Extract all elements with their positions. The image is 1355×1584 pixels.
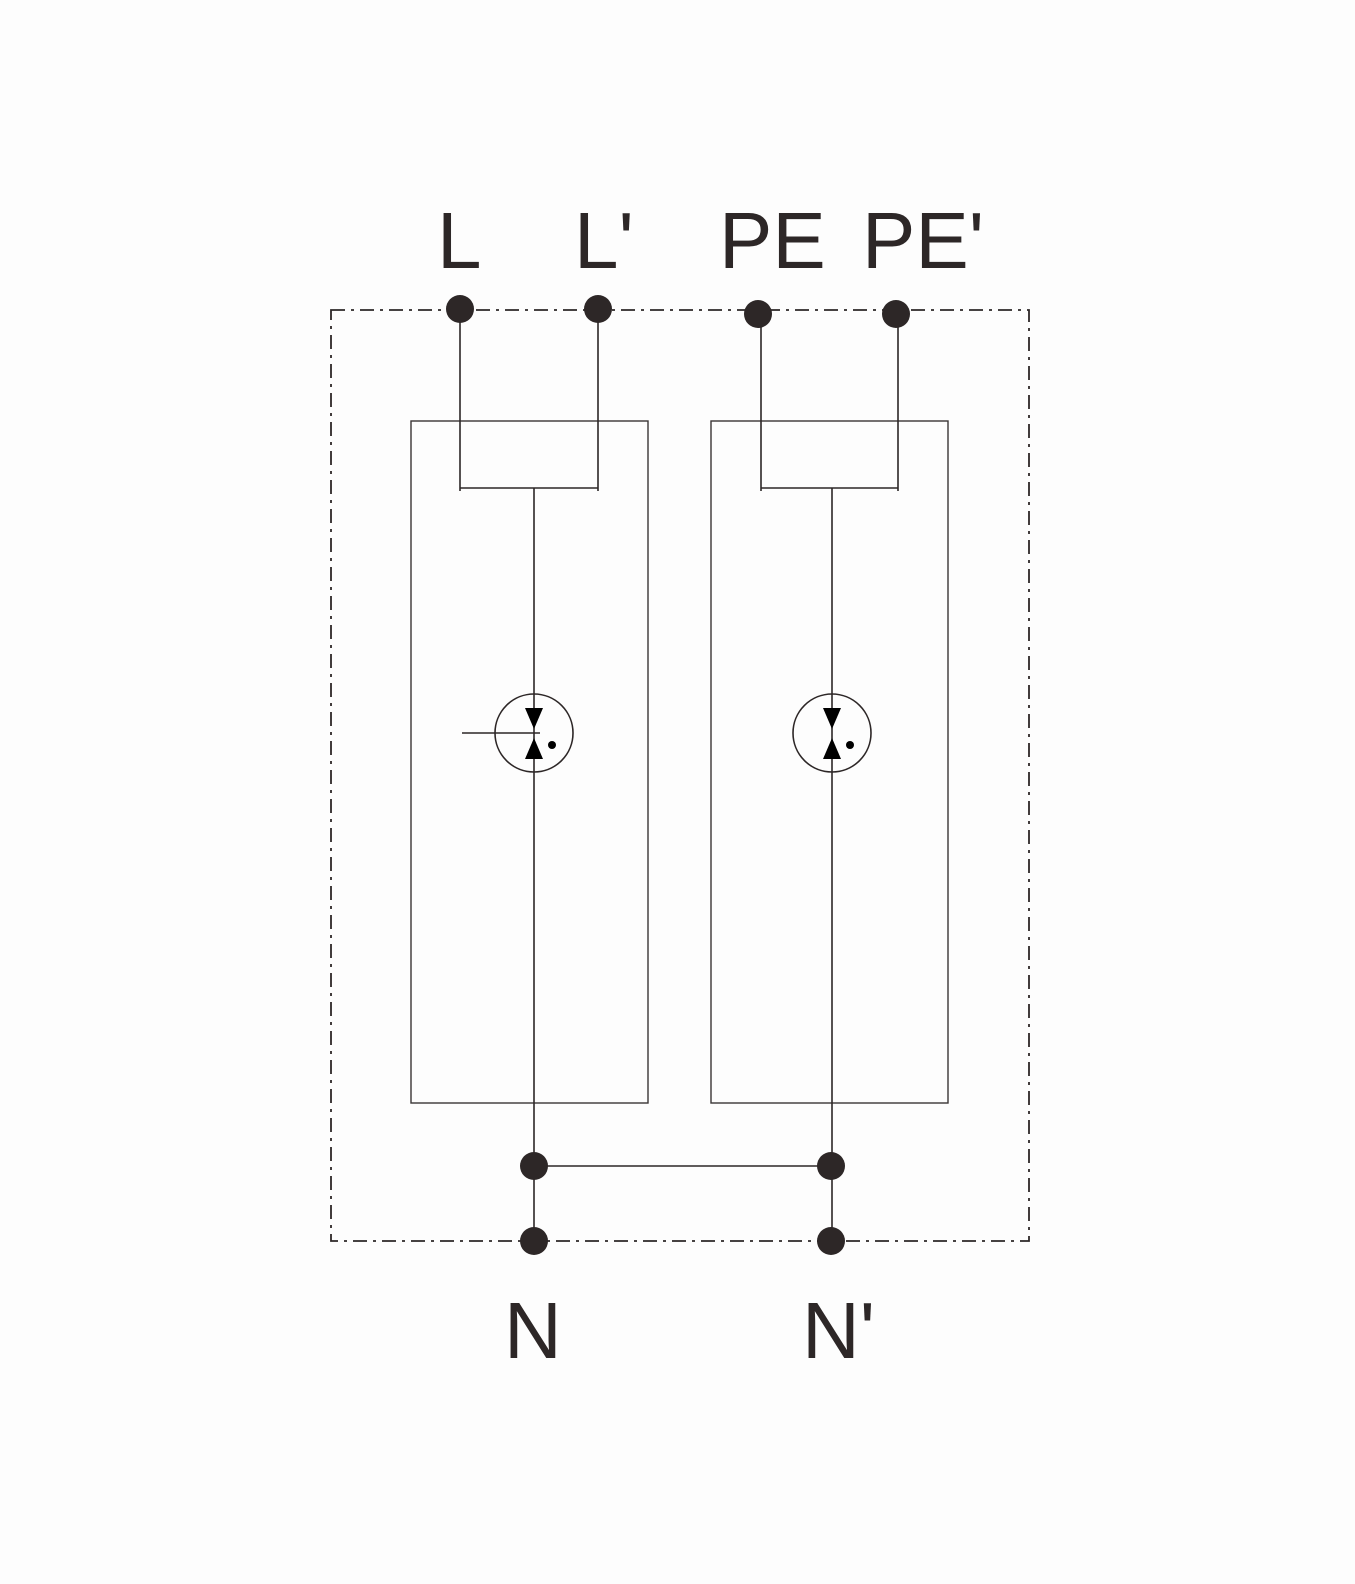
terminal-node-PE	[744, 300, 772, 328]
terminal-label-N-prime: N'	[802, 1286, 875, 1375]
junction-node-left	[520, 1152, 548, 1180]
terminal-label-PE: PE	[719, 196, 826, 285]
terminal-node-N	[520, 1227, 548, 1255]
module-box-left	[410, 420, 649, 1104]
enclosure-outline	[330, 309, 1030, 1242]
terminal-label-L-prime: L'	[574, 196, 634, 285]
terminal-label-PE-prime: PE'	[862, 196, 984, 285]
spark-gap-symbol-left	[494, 693, 574, 773]
module-box-right	[710, 420, 949, 1104]
terminal-node-N-prime	[817, 1227, 845, 1255]
right-module-wiring	[760, 314, 899, 1240]
terminal-node-PE-prime	[882, 300, 910, 328]
left-module-wiring	[459, 309, 599, 1240]
spark-gap-symbol-right	[792, 693, 872, 773]
terminal-node-L-prime	[584, 295, 612, 323]
terminal-label-N: N	[504, 1286, 562, 1375]
terminal-node-L	[446, 295, 474, 323]
terminal-label-L: L	[437, 196, 482, 285]
junction-node-right	[817, 1152, 845, 1180]
